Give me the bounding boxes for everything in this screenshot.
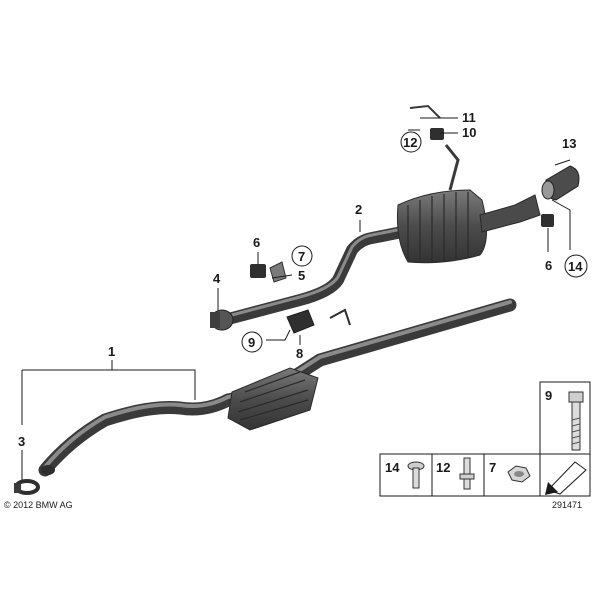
callout-6-left: 6 <box>253 235 260 250</box>
callout-1: 1 <box>108 344 115 359</box>
rubber-mount-6-left <box>250 264 266 278</box>
front-pipe-assembly <box>38 298 517 477</box>
callout-13: 13 <box>562 136 576 151</box>
tailpipe-trim-13 <box>541 165 580 201</box>
bolt-icon <box>568 391 584 451</box>
hardware-label-14: 14 <box>385 460 400 475</box>
callout-4: 4 <box>213 271 221 286</box>
drawing-number: 291471 <box>552 500 582 510</box>
callout-2: 2 <box>355 202 362 217</box>
hardware-label-7: 7 <box>489 460 496 475</box>
callout-12: 12 <box>403 135 417 150</box>
clamp-4 <box>210 309 234 331</box>
hardware-label-12: 12 <box>436 460 450 475</box>
callout-14-circle <box>564 254 588 278</box>
callout-10: 10 <box>462 125 476 140</box>
callout-11: 11 <box>462 110 476 125</box>
callout-9: 9 <box>248 335 255 350</box>
callout-3: 3 <box>18 434 25 449</box>
stud-bolt-icon <box>459 457 475 490</box>
callout-7-circle <box>291 245 313 267</box>
direction-arrow-icon <box>545 461 587 495</box>
callout-9-circle <box>241 331 263 353</box>
rubber-mount-6-right <box>541 214 554 227</box>
callout-8: 8 <box>296 346 303 361</box>
callouts: 1 2 3 4 5 6 6 7 8 9 10 11 12 13 14 <box>18 110 588 449</box>
bracket-11 <box>409 104 441 119</box>
leader-lines <box>21 117 571 480</box>
callout-7: 7 <box>298 249 305 264</box>
rubber-mount-8 <box>286 309 315 334</box>
hardware-panel: 9 14 12 7 <box>379 381 591 497</box>
callout-6-right: 6 <box>545 258 552 273</box>
copyright-text: © 2012 BMW AG <box>4 500 73 510</box>
callout-5: 5 <box>298 268 305 283</box>
bracket-5 <box>269 261 287 283</box>
flange-bolt-icon <box>407 461 425 489</box>
callout-12-circle <box>400 131 422 153</box>
hardware-label-9: 9 <box>545 388 552 403</box>
hex-nut-icon <box>507 465 531 483</box>
rear-muffler-assembly <box>226 144 541 326</box>
rubber-mount-10 <box>430 128 444 140</box>
callout-14: 14 <box>568 259 583 274</box>
clamp-3 <box>14 479 40 495</box>
